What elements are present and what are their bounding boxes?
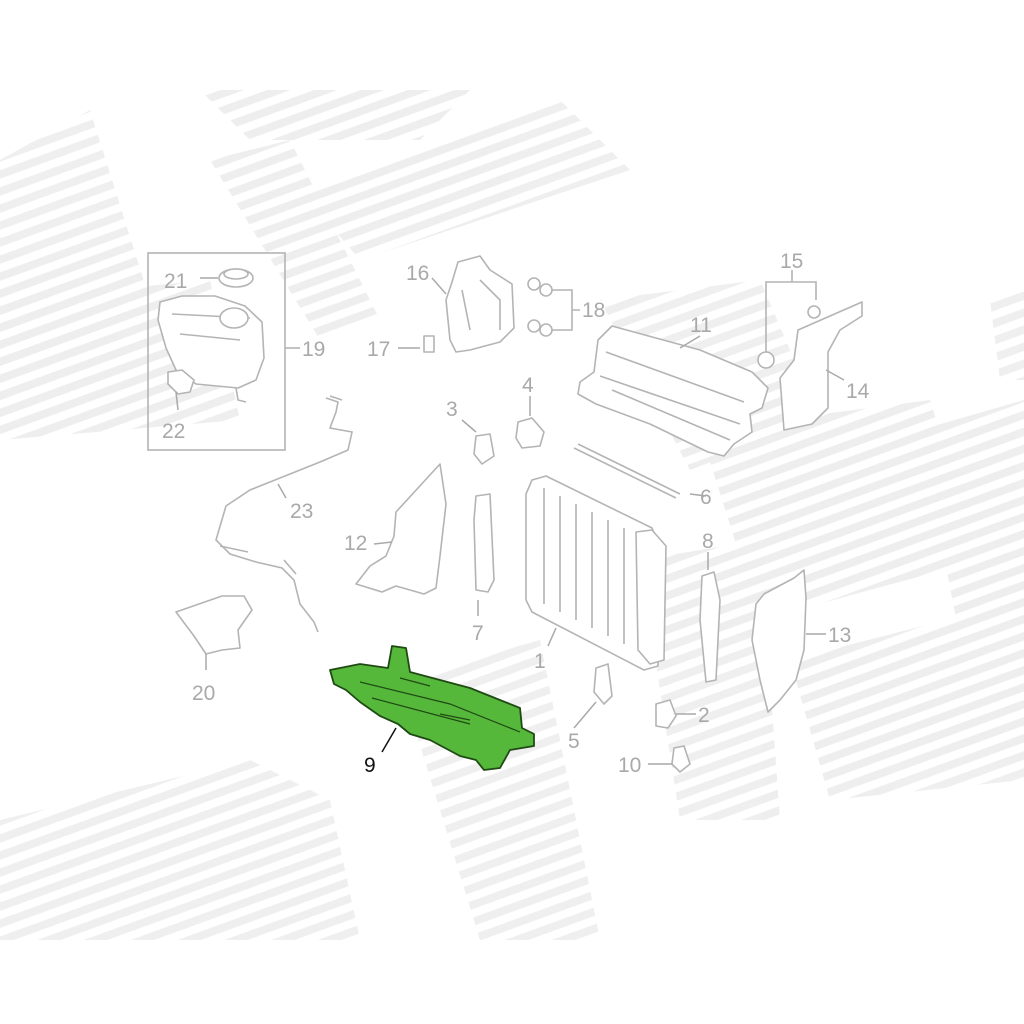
part-18-fasteners [527,277,580,337]
callout-5: 5 [568,730,580,753]
part-19-coolant-reservoir [157,295,265,403]
part-4-bracket [515,417,545,449]
callout-12: 12 [344,532,367,555]
part-20-bracket [175,595,253,655]
part-11-upper-support [577,325,769,457]
callout-8: 8 [702,530,714,553]
reservoir-group-box [147,252,300,451]
part-1-radiator [525,475,667,671]
part-2-mount [655,699,677,729]
part-9-lower-splash-shield [329,645,535,771]
callout-17: 17 [367,338,390,361]
watermark-logo [0,90,1024,940]
callout-2: 2 [698,704,710,727]
part-22-sensor [167,369,195,395]
callout-10: 10 [618,754,641,777]
callout-9: 9 [364,754,376,777]
callout-13: 13 [828,624,851,647]
callout-21: 21 [164,270,187,293]
callout-1: 1 [534,650,546,673]
callout-23: 23 [290,500,313,523]
callout-7: 7 [472,622,484,645]
part-3-clip [473,433,495,465]
part-13-side-deflector [751,569,807,713]
part-15-clips [757,270,821,369]
callout-11: 11 [690,314,712,337]
part-6-rod [573,443,681,499]
part-8-seal [699,571,721,683]
part-21-reservoir-cap [218,268,254,288]
callout-15: 15 [780,250,803,273]
part-14-side-deflector [779,301,863,431]
callout-14: 14 [846,380,870,403]
part-23-hose [215,395,353,633]
part-5-bracket [593,663,613,705]
part-17-clip [423,335,435,353]
callout-labels: 21 16 18 17 19 15 11 14 3 4 22 6 23 12 8… [162,250,870,777]
callout-3: 3 [446,398,458,421]
part-16-bracket [445,255,515,353]
callout-19: 19 [302,338,325,361]
callout-6: 6 [700,486,712,509]
leader-lines [175,277,845,765]
callout-16: 16 [406,262,429,285]
part-12-air-deflector [355,463,447,595]
callout-22: 22 [162,420,185,443]
part-7-seal [473,493,495,593]
part-10-connector [671,745,691,773]
callout-20: 20 [192,682,215,705]
callout-18: 18 [582,299,605,322]
callout-4: 4 [522,374,534,397]
